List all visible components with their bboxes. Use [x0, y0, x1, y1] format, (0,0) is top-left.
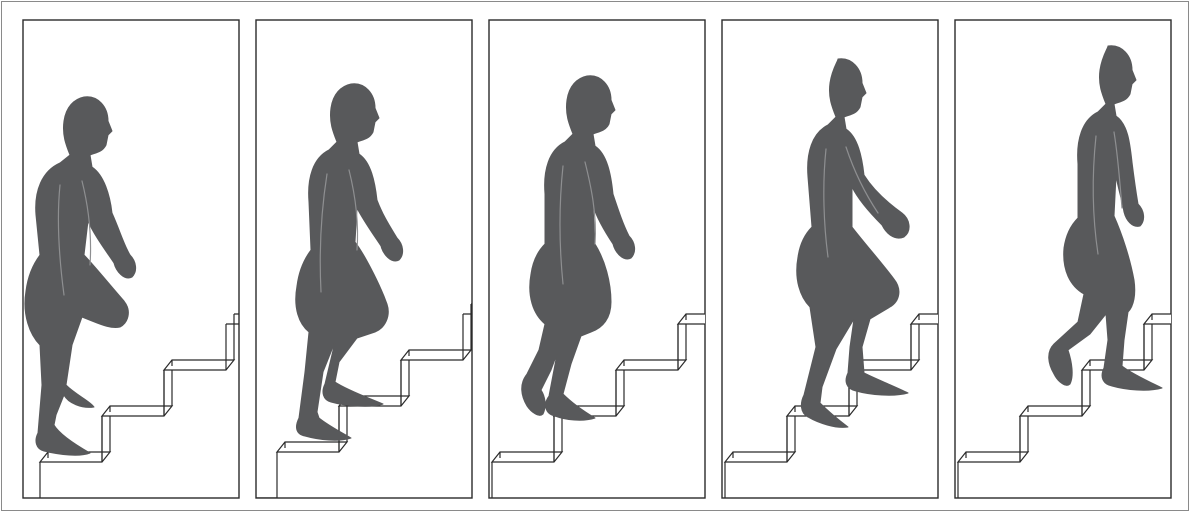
stair-tread: [401, 350, 471, 360]
frame-border: [955, 20, 1171, 498]
stair-tread: [958, 452, 1028, 462]
stair-tread: [102, 406, 172, 416]
stair-tread: [164, 360, 234, 370]
stair-tread: [725, 452, 795, 462]
stair-landing: [1171, 268, 1190, 278]
frame-5: [955, 20, 1190, 508]
frame-1: [23, 20, 239, 508]
frame-3: [489, 20, 748, 508]
stair-tread: [277, 442, 347, 452]
stair-tread: [616, 360, 686, 370]
frame-2: [256, 20, 472, 498]
frame-4: [722, 20, 981, 508]
stair-tread: [1144, 314, 1190, 324]
frames-layer: [23, 20, 1190, 508]
stair-tread: [492, 452, 562, 462]
stair-tread: [1020, 406, 1090, 416]
